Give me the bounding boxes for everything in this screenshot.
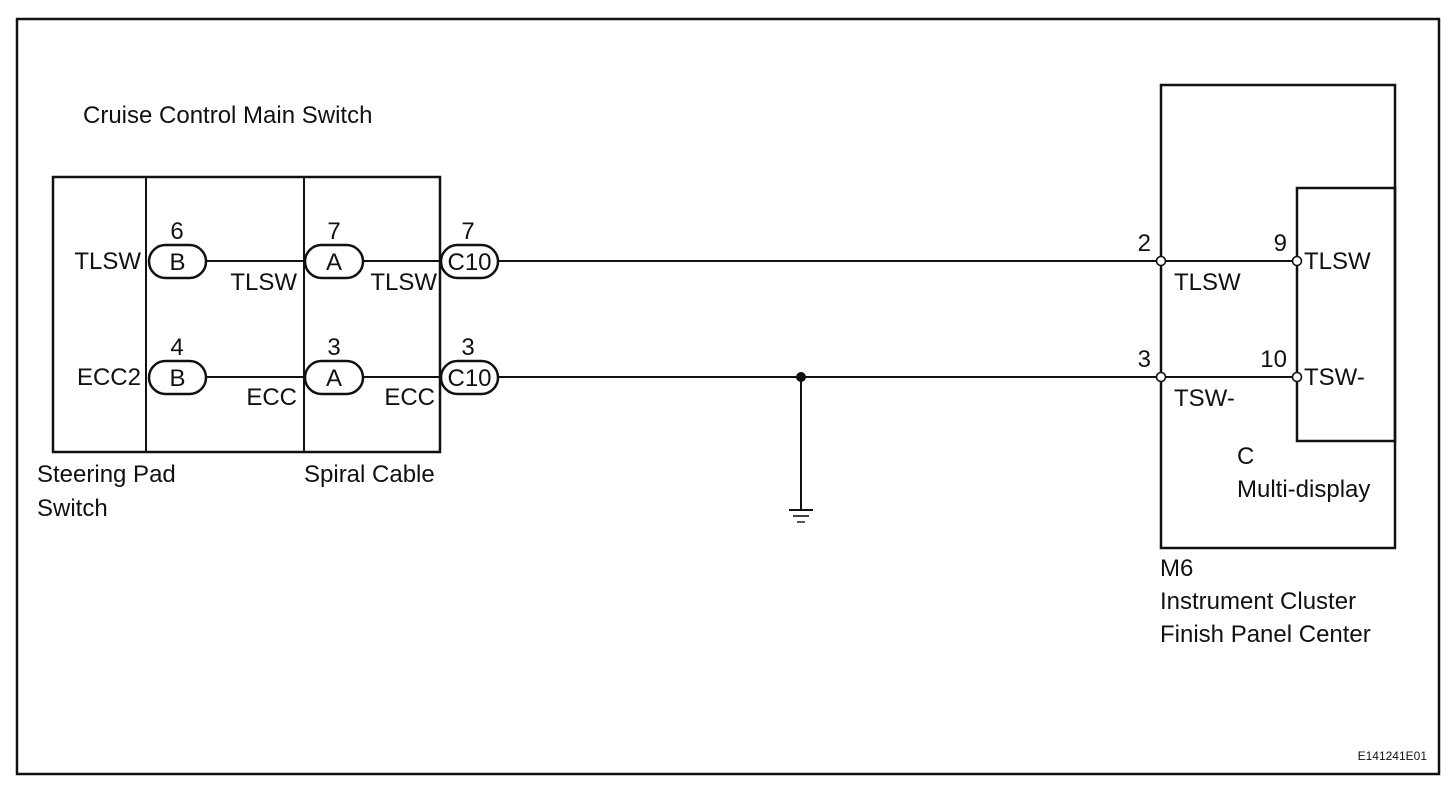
- pin-c10-top: 7: [461, 218, 474, 245]
- multi-display-label: Multi-display: [1237, 476, 1370, 503]
- pin-m6-bot: 3: [1138, 346, 1151, 373]
- pin-steer-bot: 4: [170, 334, 183, 361]
- terminal-md-9: [1291, 255, 1303, 267]
- switch-assembly-box: [51, 175, 442, 454]
- combination-meter-code: M6: [1160, 555, 1193, 582]
- figure-code: E141241E01: [1358, 749, 1428, 763]
- terminal-m6-tsw: TSW-: [1174, 385, 1235, 412]
- terminal-m6-2: [1155, 255, 1167, 267]
- connector-a-bot: [303, 359, 365, 396]
- wire-label-tlsw-b: TLSW: [370, 269, 437, 296]
- wire-label-tlsw-a: TLSW: [230, 269, 297, 296]
- connector-c10-top: [439, 243, 500, 280]
- diagram-title: Cruise Control Main Switch: [83, 102, 372, 129]
- connector-c10-top-letter: C10: [447, 249, 491, 276]
- connector-b-top: [147, 243, 208, 280]
- pin-md-top: 9: [1274, 230, 1287, 257]
- pin-steer-top: 6: [170, 218, 183, 245]
- terminal-m6-tlsw: TLSW: [1174, 269, 1241, 296]
- combination-meter-label: Instrument Cluster: [1160, 588, 1356, 615]
- connector-c10-bot: [439, 359, 500, 396]
- pin-m6-top: 2: [1138, 230, 1151, 257]
- multi-display-box: [1295, 186, 1397, 443]
- terminal-steer-tlsw: TLSW: [74, 248, 141, 275]
- connector-b-bot: [147, 359, 208, 396]
- terminal-md-tlsw: TLSW: [1304, 248, 1371, 275]
- connector-a-bot-letter: A: [326, 365, 342, 392]
- terminal-steer-ecc2: ECC2: [77, 364, 141, 391]
- terminal-md-tsw: TSW-: [1304, 364, 1365, 391]
- spiral-cable-label: Spiral Cable: [304, 461, 435, 488]
- wire-label-ecc-b: ECC: [384, 384, 435, 411]
- steering-pad-switch-label: Steering Pad: [37, 461, 176, 488]
- connector-c10-bot-letter: C10: [447, 365, 491, 392]
- pin-spiral-bot: 3: [327, 334, 340, 361]
- pin-md-bot: 10: [1260, 346, 1287, 373]
- wire-label-ecc-a: ECC: [246, 384, 297, 411]
- connector-a-top: [303, 243, 365, 280]
- steering-pad-switch-label-line2: Switch: [37, 495, 108, 522]
- multi-display-code: C: [1237, 443, 1254, 470]
- connector-b-top-letter: B: [169, 249, 185, 276]
- combination-meter-label-line2: Finish Panel Center: [1160, 621, 1371, 648]
- terminal-md-10: [1291, 371, 1303, 383]
- ground-symbol: [789, 509, 813, 523]
- connector-b-bot-letter: B: [169, 365, 185, 392]
- pin-c10-bot: 3: [461, 334, 474, 361]
- terminal-m6-3: [1155, 371, 1167, 383]
- diagram-frame: [15, 17, 1441, 776]
- connector-a-top-letter: A: [326, 249, 342, 276]
- pin-spiral-top: 7: [327, 218, 340, 245]
